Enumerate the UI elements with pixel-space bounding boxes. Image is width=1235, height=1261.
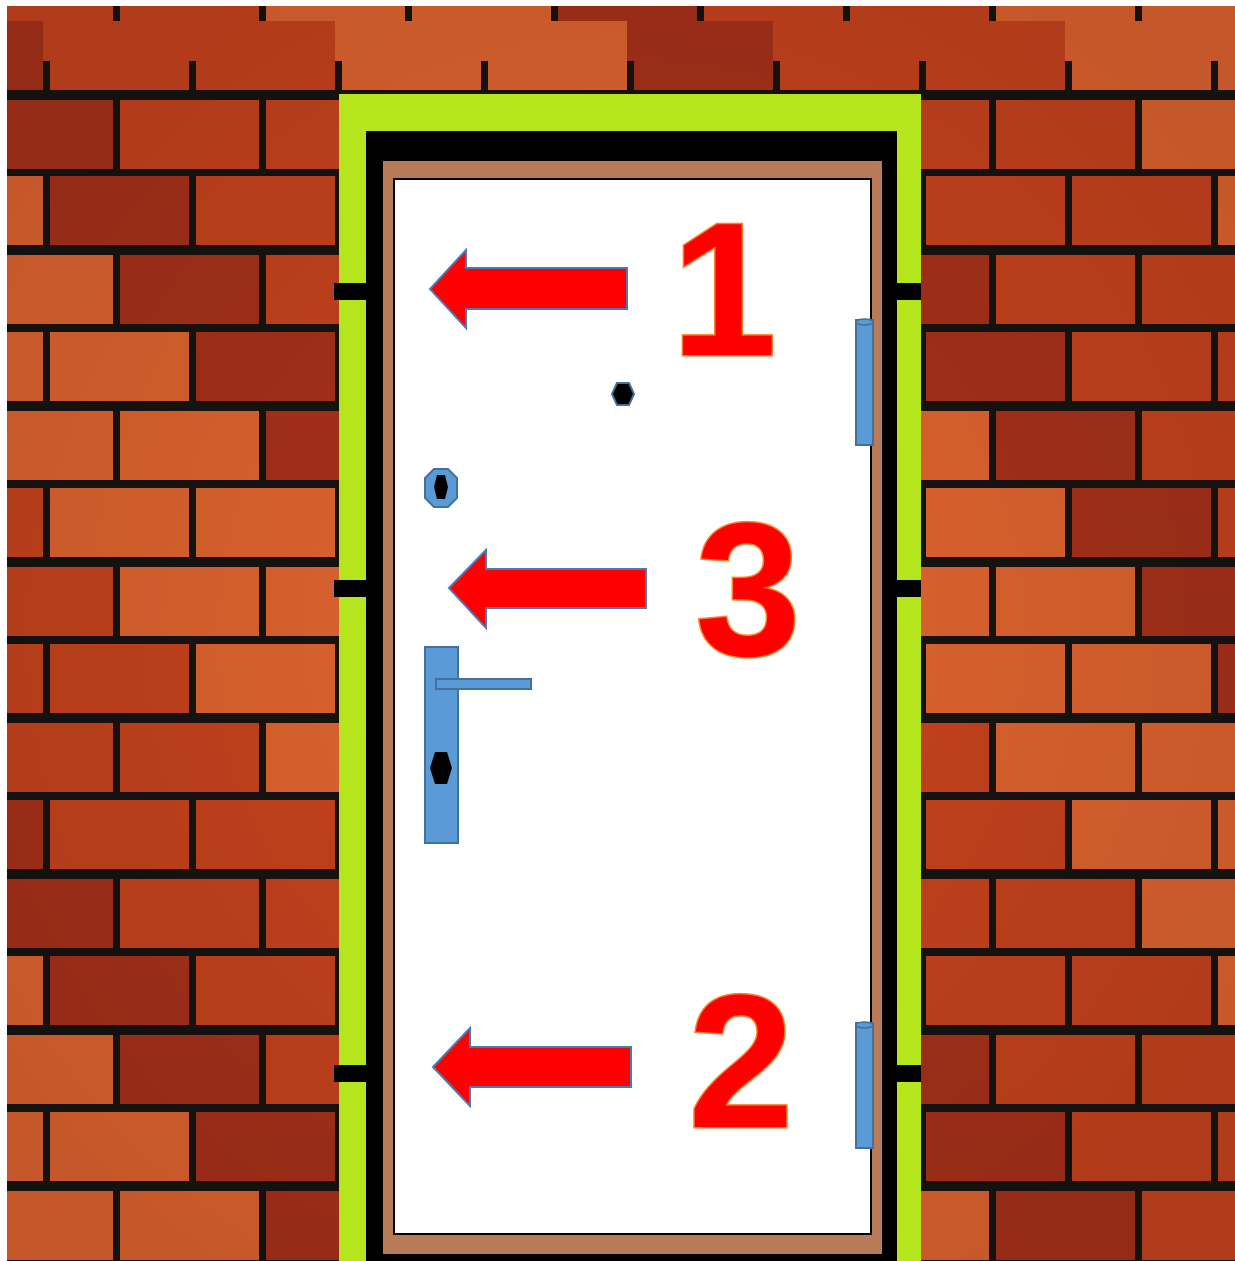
marker-label-2: 2 xyxy=(688,956,794,1168)
peephole-icon xyxy=(612,383,634,405)
marker-label-1: 1 xyxy=(671,184,777,396)
marker-label-3: 3 xyxy=(695,484,801,696)
frame-bracket-left-middle xyxy=(334,580,366,597)
frame-bracket-left-bottom xyxy=(334,1065,366,1082)
frame-bracket-right-bottom xyxy=(897,1065,921,1082)
hinge-icon xyxy=(856,1022,873,1148)
upper-lock xyxy=(425,469,457,507)
door-assembly: 1 3 2 xyxy=(334,94,921,1261)
hinge-icon xyxy=(856,319,873,445)
frame-bracket-left-top xyxy=(334,283,366,300)
frame-bracket-right-top xyxy=(897,283,921,300)
frame-bracket-right-middle xyxy=(897,580,921,597)
keyhole-icon xyxy=(434,475,448,499)
